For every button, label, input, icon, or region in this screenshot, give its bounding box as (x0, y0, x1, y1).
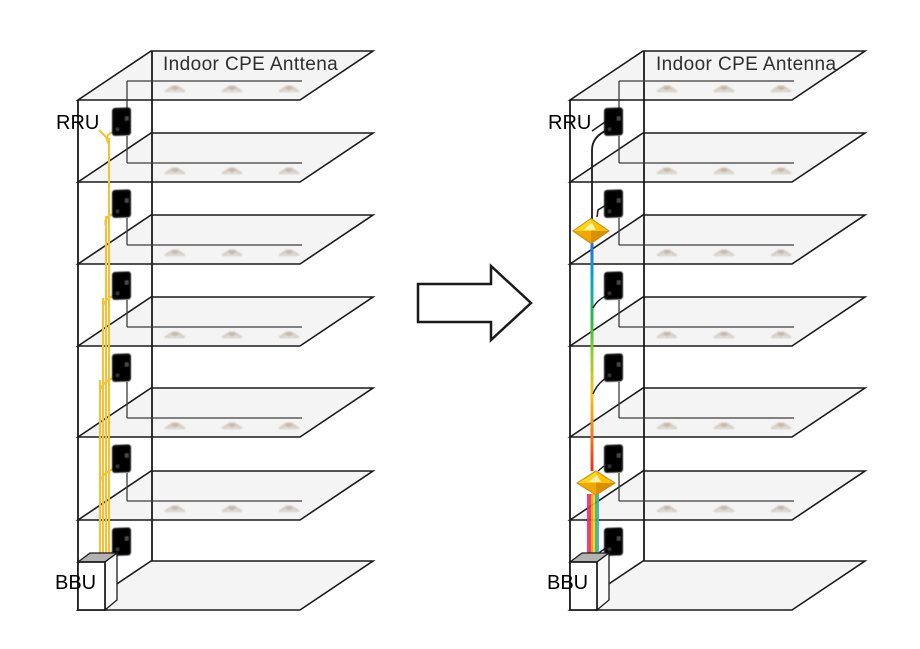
left-building (75, 50, 376, 612)
ceiling-antenna-icon (713, 505, 735, 512)
ceiling-antenna-icon (164, 505, 186, 512)
floor-slab (567, 132, 868, 183)
ceiling-antenna-icon (221, 331, 243, 338)
ceiling-antenna-icon (164, 331, 186, 338)
ceiling-antenna-icon (221, 167, 243, 174)
rru-device-icon (112, 444, 131, 473)
wdm-splitter-icon (572, 217, 610, 245)
wdm-splitter-icon (576, 470, 616, 496)
floor-slab (567, 214, 868, 265)
ceiling-antenna-icon (278, 422, 300, 429)
ceiling-antenna-icon (221, 85, 243, 92)
ceiling-antenna-icon (770, 167, 792, 174)
rru-device-icon (112, 353, 131, 382)
floor-slab (75, 560, 376, 611)
rru-device-icon (112, 271, 131, 300)
rru-device-icon (112, 189, 131, 218)
left-bbu-label: BBU (55, 572, 97, 594)
ceiling-antenna-icon (278, 85, 300, 92)
ceiling-antenna-icon (713, 422, 735, 429)
floor-slab (567, 387, 868, 438)
right-building-title: Indoor CPE Antenna (656, 54, 837, 75)
rru-device-icon (604, 189, 623, 218)
rru-device-icon (604, 527, 623, 556)
ceiling-antenna-icon (221, 422, 243, 429)
rru-device-icon (604, 107, 623, 136)
floor-slab (567, 560, 868, 611)
left-rru-label: RRU (56, 112, 100, 134)
ceiling-antenna-icon (278, 167, 300, 174)
device-tap-line (592, 377, 607, 395)
ceiling-antenna-icon (221, 249, 243, 256)
ceiling-antenna-icon (713, 85, 735, 92)
ceiling-antenna-icon (770, 422, 792, 429)
floor-slab (567, 470, 868, 521)
right-building (567, 50, 868, 612)
device-tap-line (597, 465, 605, 472)
bbu-box (76, 551, 119, 612)
device-tap-line (596, 204, 607, 218)
yellow-fiber-elbow (104, 213, 114, 227)
rru-label-tick (591, 121, 606, 132)
bbu-box (568, 551, 611, 612)
ceiling-antenna-icon (770, 249, 792, 256)
right-rru-label: RRU (548, 112, 592, 134)
ceiling-antenna-icon (164, 85, 186, 92)
yellow-fiber-elbow (102, 295, 114, 309)
right-block-arrow (416, 263, 533, 343)
yellow-fiber-elbow (99, 468, 114, 482)
ceiling-antenna-icon (221, 505, 243, 512)
ceiling-antenna-icon (713, 249, 735, 256)
ceiling-antenna-icon (656, 331, 678, 338)
rru-device-icon (604, 353, 623, 382)
floor-slab (75, 470, 376, 521)
ceiling-antenna-icon (713, 331, 735, 338)
ceiling-antenna-icon (770, 505, 792, 512)
ceiling-antenna-icon (656, 249, 678, 256)
ceiling-antenna-icon (656, 85, 678, 92)
ceiling-antenna-icon (278, 331, 300, 338)
ceiling-antenna-icon (656, 422, 678, 429)
rru-device-icon (604, 271, 623, 300)
floor-slab (75, 132, 376, 183)
rru-device-icon (112, 527, 131, 556)
rru-device-icon (112, 107, 131, 136)
floor-slab (75, 387, 376, 438)
ceiling-antenna-icon (713, 167, 735, 174)
ceiling-antenna-icon (278, 249, 300, 256)
ceiling-antenna-icon (656, 505, 678, 512)
ceiling-antenna-icon (278, 505, 300, 512)
floor-slab (75, 296, 376, 347)
ceiling-antenna-icon (164, 167, 186, 174)
rru-label-tick (98, 129, 110, 141)
ceiling-antenna-icon (770, 85, 792, 92)
ceiling-antenna-icon (770, 331, 792, 338)
device-tap-line (592, 295, 607, 309)
ceiling-antenna-icon (164, 249, 186, 256)
rru-device-icon (604, 444, 623, 473)
floor-slab (567, 296, 868, 347)
ceiling-antenna-icon (656, 167, 678, 174)
right-bbu-label: BBU (547, 572, 589, 594)
floor-slab (75, 214, 376, 265)
left-building-title: Indoor CPE Anttena (163, 54, 339, 75)
yellow-fiber-elbow (99, 377, 114, 391)
ceiling-antenna-icon (164, 422, 186, 429)
